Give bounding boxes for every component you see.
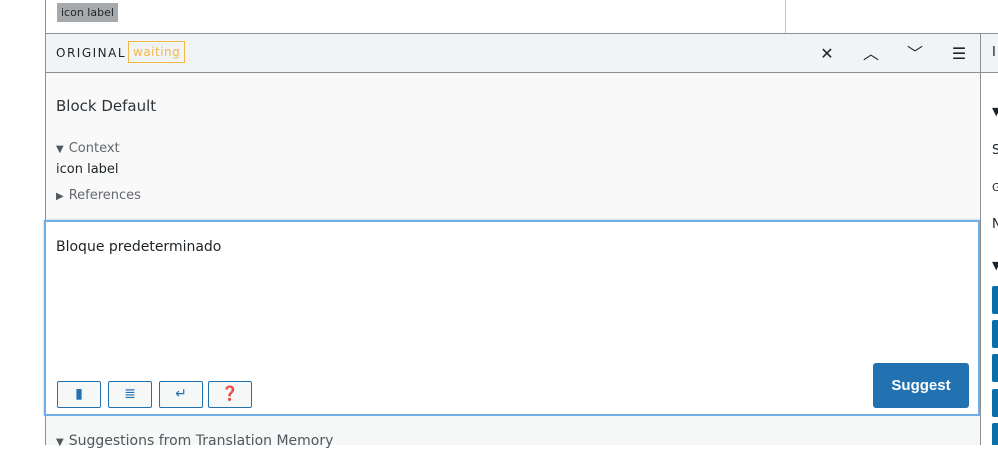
right-line: G [992,181,998,194]
right-line: N [992,217,998,232]
context-toggle[interactable]: ▼ Context [56,141,120,156]
help-button[interactable]: ❓ [208,381,252,408]
text-indent-icon: ≣ [124,386,136,402]
copy-original-button[interactable]: ▮ [57,381,101,408]
original-text: Block Default [56,97,157,115]
action-button[interactable] [992,320,998,348]
suggestions-label: Suggestions from Translation Memory [68,433,334,449]
copy-icon: ▮ [75,386,83,402]
action-button[interactable] [992,286,998,314]
action-button[interactable] [992,423,998,445]
action-button[interactable] [992,354,998,382]
context-label: Context [68,141,120,156]
context-value: icon label [56,162,119,177]
translation-value[interactable]: Bloque predeterminado [56,239,222,255]
right-header-text: I [992,45,996,60]
menu-icon[interactable]: ☰ [951,44,967,63]
highlighted-source: icon label [57,3,118,22]
chevron-up-icon[interactable]: ︿ [862,44,879,63]
right-panel: I ▼ S G N ▼ [980,33,998,445]
editor-header: ORIGINAL waiting ✕ ︿ ﹀ ☰ [45,33,980,73]
action-button[interactable] [992,389,998,417]
right-line: S [992,143,998,158]
suggest-button[interactable]: Suggest [873,363,969,408]
triangle-down-icon: ▼ [992,259,998,272]
original-label: ORIGINAL [56,46,127,60]
right-panel-header: I [981,33,998,73]
insert-newline-button[interactable]: ↵ [159,381,203,408]
chevron-down-icon[interactable]: ﹀ [906,44,923,63]
original-panel: Block Default ▼ Context icon label ▶ Refer… [45,73,980,220]
top-row: icon label [45,0,980,33]
triangle-down-icon: ▼ [56,144,64,155]
return-icon: ↵ [175,386,187,402]
triangle-down-icon: ▼ [56,437,64,448]
suggestions-section: ▼ Suggestions from Translation Memory [45,416,980,449]
help-icon: ❓ [221,386,239,402]
triangle-down-icon: ▼ [992,105,998,118]
translation-textarea[interactable]: Bloque predeterminado ▮ ≣ ↵ ❓ Suggest [44,220,980,416]
status-badge: waiting [128,41,186,63]
triangle-right-icon: ▶ [56,191,64,202]
references-label: References [68,188,141,203]
close-icon[interactable]: ✕ [820,44,834,63]
insert-tab-button[interactable]: ≣ [108,381,152,408]
divider [785,0,786,33]
suggestions-toggle[interactable]: ▼ Suggestions from Translation Memory [56,433,333,449]
references-toggle[interactable]: ▶ References [56,188,141,203]
